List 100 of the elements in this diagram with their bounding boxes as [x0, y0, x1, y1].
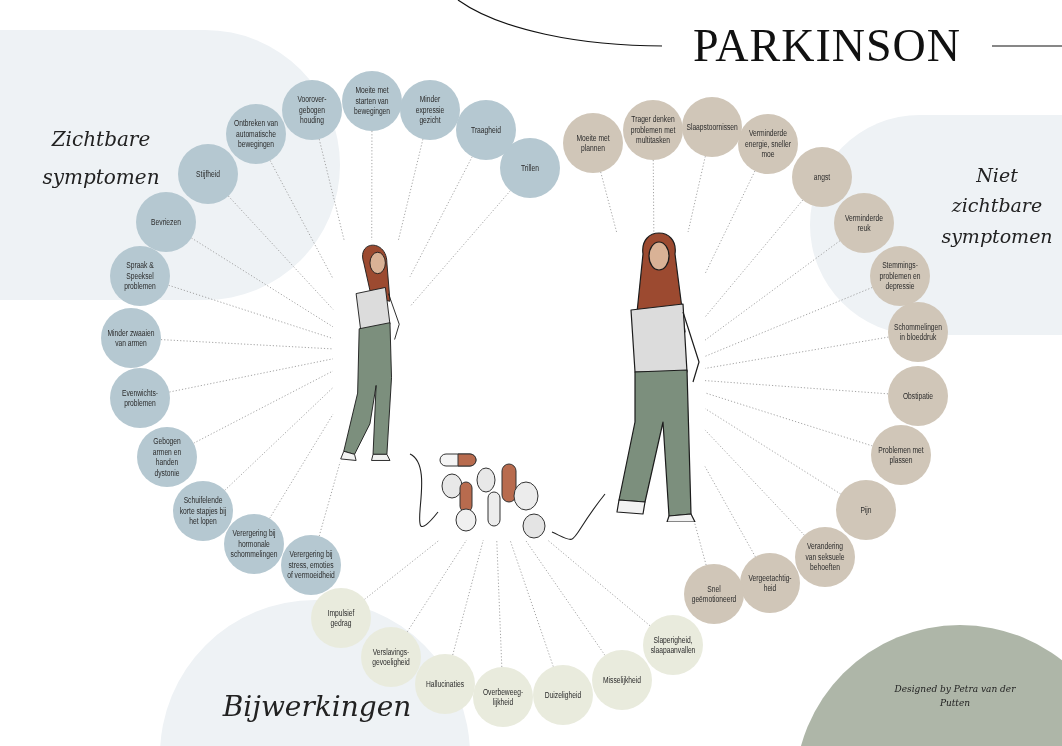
- dotted-connector: [371, 130, 373, 241]
- symptom-text: Verminderde energie, sneller moe: [744, 128, 792, 160]
- symptom-text: Verergering bij stress, emoties of vermoeidheid: [287, 549, 335, 581]
- symptom-circle: [684, 564, 744, 624]
- dotted-connector: [704, 287, 873, 357]
- symptom-text: Vergeetachtig-heid: [747, 572, 793, 594]
- symptom-text: Trillen: [520, 162, 540, 174]
- symptom-text: Verslavings-gevoeligheid: [371, 646, 411, 668]
- dotted-connector: [704, 170, 756, 275]
- symptom-text: Verergering bij hormonale schommelingen: [230, 528, 278, 560]
- side-effect-circle: [643, 615, 703, 675]
- symptom-text: Slaapstoornissen: [686, 121, 738, 133]
- symptom-text: Bevriezen: [150, 216, 182, 228]
- dotted-connector: [227, 195, 334, 310]
- dotted-connector: [704, 392, 873, 447]
- dotted-connector: [524, 539, 606, 656]
- symptom-circle: [795, 527, 855, 587]
- symptom-circle: [224, 514, 284, 574]
- dotted-connector: [452, 539, 484, 656]
- dotted-connector: [269, 413, 334, 519]
- dotted-connector: [318, 461, 341, 537]
- dotted-connector: [704, 336, 889, 369]
- symptom-circle: [740, 553, 800, 613]
- symptom-text: Duizeligheid: [543, 689, 583, 701]
- dotted-connector: [704, 199, 804, 318]
- symptom-text: Stijfheid: [195, 168, 221, 180]
- dotted-connector: [693, 521, 707, 566]
- dotted-connector: [193, 370, 334, 444]
- dotted-connector: [652, 159, 655, 233]
- dotted-connector: [509, 539, 554, 668]
- symptom-text: Moeite met starten van bewegingen: [352, 85, 392, 117]
- symptom-circle: [456, 100, 516, 160]
- symptom-circle: [738, 114, 798, 174]
- symptom-circle: [888, 302, 948, 362]
- dotted-connector: [600, 171, 618, 233]
- symptom-text: Traagheid: [470, 124, 502, 136]
- symptom-text: Slaperigheid, slaapaanvallen: [649, 634, 697, 656]
- dotted-connector: [269, 160, 334, 280]
- side-effect-circle: [415, 654, 475, 714]
- symptom-text: Hallucinaties: [425, 678, 465, 690]
- dotted-connector: [409, 156, 473, 278]
- dotted-connector: [704, 380, 889, 395]
- symptom-text: Stemmings-problemen en depressie: [878, 260, 922, 292]
- symptom-text: Ontbreken van automatische bewegingen: [233, 118, 279, 150]
- symptom-circle: [792, 147, 852, 207]
- symptom-text: Overbeweeg-lijkheid: [481, 686, 525, 708]
- symptom-circle: [110, 368, 170, 428]
- symptom-text: Schuifelende korte stapjes bij het lopen: [179, 495, 227, 527]
- symptom-circle: [563, 113, 623, 173]
- symptom-text: Schommelingen in bloeddruk: [893, 321, 943, 343]
- symptom-circle: [137, 427, 197, 487]
- symptom-text: Verandering van seksuele behoeften: [804, 541, 846, 573]
- symptom-text: Snel geëmotioneerd: [690, 583, 738, 605]
- symptom-circle: [500, 138, 560, 198]
- credit-text: Designed by Petra van der Putten: [893, 683, 1017, 711]
- dotted-connector: [704, 240, 841, 341]
- symptom-circle: [400, 80, 460, 140]
- symptom-text: Misselijkheid: [602, 674, 642, 686]
- symptom-text: Impulsief gedrag: [326, 607, 356, 629]
- dotted-connector: [168, 284, 334, 339]
- symptom-circle: [101, 308, 161, 368]
- symptom-text: Moeite met plannen: [575, 132, 611, 154]
- symptom-text: Obstipatie: [901, 390, 935, 402]
- cord-line: [409, 453, 439, 527]
- dotted-connector: [224, 387, 334, 491]
- dotted-connector: [364, 539, 440, 600]
- dotted-connector: [547, 539, 651, 627]
- symptom-text: Voorover-gebogen houding: [296, 94, 328, 126]
- dotted-connector: [704, 466, 756, 558]
- symptom-text: Spraak & Speeksel problemen: [123, 260, 157, 292]
- side-effect-circle: [592, 650, 652, 710]
- dotted-connector: [409, 190, 511, 307]
- section-heading: Bijwerkingen: [222, 690, 412, 724]
- symptom-circle: [682, 97, 742, 157]
- symptom-circle: [173, 481, 233, 541]
- section-heading: Zichtbare symptomen: [41, 126, 161, 191]
- symptom-text: Gebogen armen en handen dystonie: [151, 436, 183, 478]
- symptom-text: Trager denken problemen met multitasken: [629, 114, 677, 146]
- symptom-circle: [623, 100, 683, 160]
- symptom-text: Verminderde reuk: [844, 212, 884, 234]
- symptom-circle: [888, 366, 948, 426]
- symptom-text: angst: [812, 171, 832, 183]
- symptom-circle: [342, 71, 402, 131]
- symptom-text: Evenwichts-problemen: [120, 387, 160, 409]
- symptom-text: Minder zwaaien van armen: [107, 327, 155, 349]
- symptom-text: Minder expressie gezicht: [414, 94, 446, 126]
- section-heading: Niet zichtbare symptomen: [940, 163, 1054, 249]
- dotted-connector: [318, 138, 345, 241]
- symptom-circle: [281, 535, 341, 595]
- symptom-text: Pijn: [859, 504, 873, 516]
- dotted-connector: [398, 138, 424, 241]
- dotted-connector: [496, 539, 503, 668]
- cord-line: [551, 493, 606, 541]
- dotted-connector: [160, 339, 334, 350]
- symptom-text: Problemen met plassen: [877, 444, 925, 466]
- dotted-connector: [704, 429, 805, 536]
- side-effect-circle: [473, 667, 533, 727]
- dotted-connector: [687, 155, 706, 233]
- symptom-circle: [836, 480, 896, 540]
- symptom-circle: [871, 425, 931, 485]
